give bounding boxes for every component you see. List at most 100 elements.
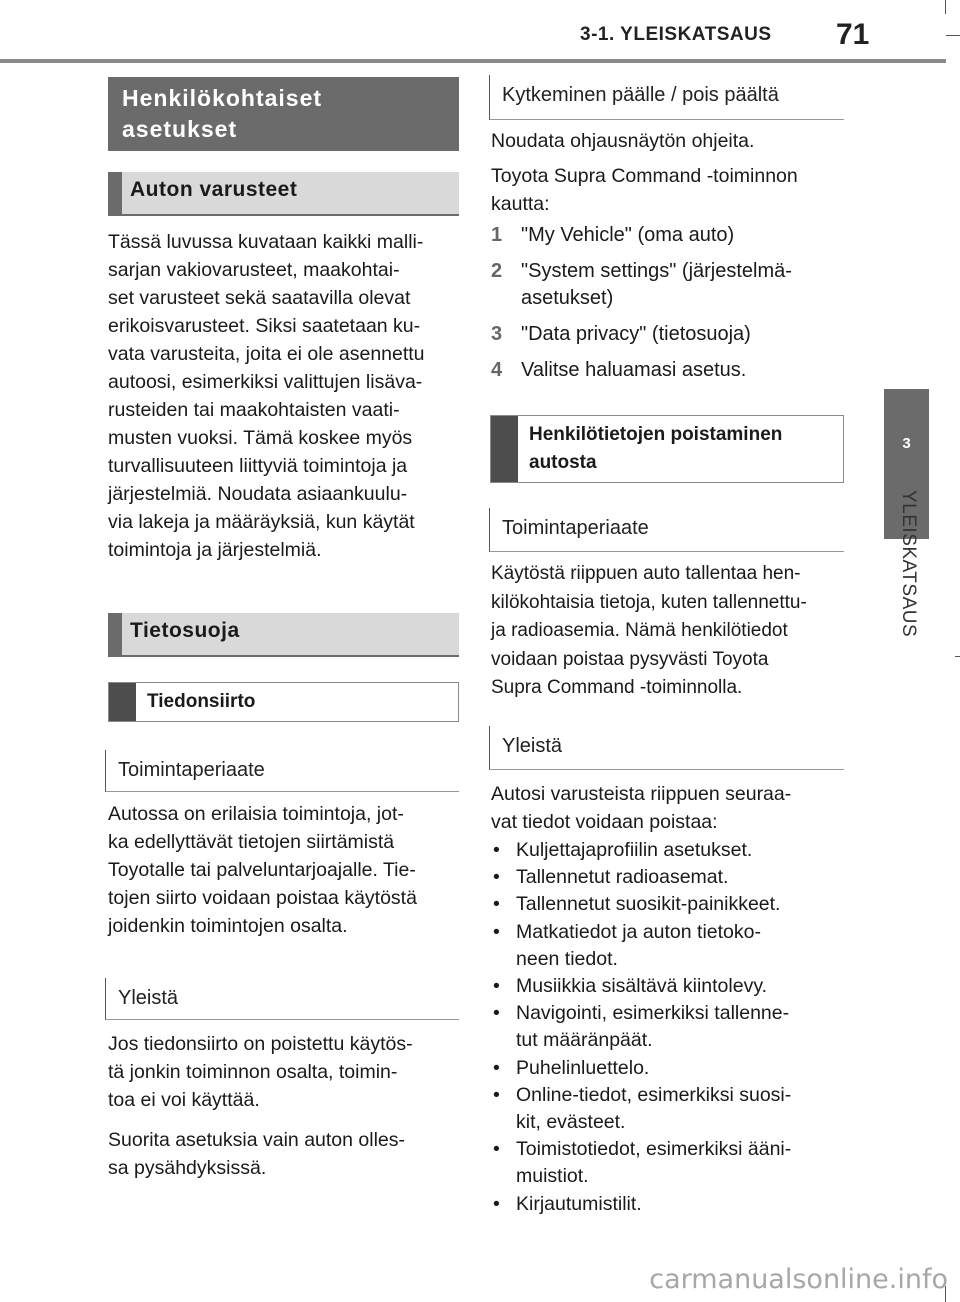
- topic-text-line-2: autosta: [529, 452, 597, 473]
- main-heading: Henkilökohtaiset asetukset: [108, 77, 459, 151]
- list-item-cont: neen tiedot.: [516, 947, 618, 970]
- step-number: 3: [491, 323, 503, 345]
- crop-mark-right-mid: [955, 656, 960, 657]
- list-item: •Musiikkia sisältävä kiintolevy.: [493, 975, 768, 998]
- label-text: Toimintaperiaate: [502, 517, 649, 539]
- subheading-auton-varusteet: Auton varusteet: [108, 172, 459, 216]
- text-line: Noudata ohjausnäytön ohjeita.: [491, 130, 755, 152]
- text-line: musten vuoksi. Tämä koskee myös: [108, 427, 413, 449]
- step-number: 1: [491, 224, 503, 246]
- label-text: Yleistä: [118, 987, 179, 1009]
- text-line: sarjan vakiovarusteet, maakohtai-: [108, 259, 400, 281]
- label-text: Yleistä: [502, 735, 563, 757]
- list-item: •Tallennetut suosikit-painikkeet.: [493, 893, 781, 916]
- paragraph-yleista-left: Jos tiedonsiirto on poistettu käytös- tä…: [108, 1030, 413, 1114]
- label-kytkeminen: Kytkeminen päälle / pois päältä: [489, 75, 844, 120]
- paragraph-supra-command: Toyota Supra Command -toiminnon kautta:: [491, 162, 798, 218]
- text-line: Autossa on erilaisia toimintoja, jot-: [108, 803, 404, 825]
- subheading-bar: [108, 172, 122, 214]
- list-item: •Navigointi, esimerkiksi tallenne-: [493, 1002, 790, 1025]
- paragraph-pysahdyksissa: Suorita asetuksia vain auton olles- sa p…: [108, 1126, 405, 1182]
- label-yleista-left: Yleistä: [105, 978, 459, 1020]
- text-line: Tässä luvussa kuvataan kaikki malli-: [108, 231, 424, 253]
- list-item: •Kirjautumistilit.: [493, 1192, 642, 1215]
- paragraph-henkilotiedot: Käytöstä riippuen auto tallentaa hen- ki…: [491, 560, 807, 703]
- paragraph-auton-varusteet: Tässä luvussa kuvataan kaikki malli- sar…: [108, 228, 425, 564]
- text-line: via lakeja ja määräyksiä, kun käytät: [108, 511, 415, 533]
- text-line: erikoisvarusteet. Siksi saatetaan ku-: [108, 315, 421, 337]
- text-line: Suorita asetuksia vain auton olles-: [108, 1129, 406, 1151]
- label-toimintaperiaate-right: Toimintaperiaate: [489, 508, 844, 552]
- crop-mark-top: [945, 0, 946, 14]
- text-line: Supra Command -toiminnolla.: [491, 677, 743, 698]
- text-line: ka edellyttävät tietojen siirtämistä: [108, 831, 395, 853]
- header-rule: [0, 59, 946, 63]
- list-item: •Kuljettajaprofiilin asetukset.: [493, 839, 753, 861]
- text-line: vata varusteita, joita ei ole asennettu: [108, 343, 425, 365]
- text-line: rusteiden tai maakohtaisten vaati-: [108, 399, 400, 421]
- text-line: vat tiedot voidaan poistaa:: [491, 811, 718, 833]
- label-text: Kytkeminen päälle / pois päältä: [502, 84, 779, 106]
- step-number: 4: [491, 359, 503, 381]
- text-line: toa ei voi käyttää.: [108, 1089, 260, 1111]
- running-header-section: 3-1. YLEISKATSAUS: [580, 24, 772, 45]
- list-item-cont: tut määränpäät.: [516, 1029, 653, 1052]
- deletable-data-list: •Kuljettajaprofiilin asetukset. •Tallenn…: [491, 837, 791, 1218]
- list-item: •Puhelinluettelo.: [493, 1056, 650, 1079]
- step-number: 2: [491, 260, 503, 282]
- text-line: järjestelmiä. Noudata asiaankuulu-: [108, 483, 408, 505]
- text-line: voidaan poistaa pysyvästi Toyota: [491, 648, 769, 670]
- topic-text: Tiedonsiirto: [147, 691, 256, 712]
- list-item: •Matkatiedot ja auton tietoko-: [493, 920, 761, 943]
- label-toimintaperiaate: Toimintaperiaate: [105, 750, 459, 792]
- paragraph-poistettavat-tiedot: Autosi varusteista riippuen seuraa- vat …: [491, 780, 791, 836]
- list-item-cont: muistiot.: [516, 1165, 589, 1188]
- paragraph-ohjausnaytto: Noudata ohjausnäytön ohjeita.: [491, 127, 754, 155]
- paragraph-tiedonsiirto: Autossa on erilaisia toimintoja, jot- ka…: [108, 800, 417, 940]
- text-line: kautta:: [491, 193, 550, 215]
- topic-bar: [109, 683, 136, 721]
- main-heading-line-1: Henkilökohtaiset: [122, 85, 323, 111]
- list-item-cont: kit, evästeet.: [516, 1111, 626, 1134]
- text-line: Käytöstä riippuen auto tallentaa hen-: [491, 563, 801, 584]
- watermark: carmanualsonline.info: [649, 1264, 948, 1295]
- text-line: tojen siirto voidaan poistaa käytöstä: [108, 887, 417, 909]
- text-line: set varusteet sekä saatavilla olevat: [108, 287, 411, 309]
- subheading-text: Auton varusteet: [130, 178, 298, 201]
- text-line: Toyotalle tai palveluntarjoajalle. Tie-: [108, 859, 416, 881]
- text-line: turvallisuuteen liittyviä toimintoja ja: [108, 455, 408, 477]
- crop-mark-right-top: [946, 35, 960, 36]
- main-heading-line-2: asetukset: [122, 116, 238, 142]
- label-yleista-right: Yleistä: [489, 726, 844, 770]
- text-line: kilökohtaisia tietoja, kuten tallennettu…: [491, 591, 807, 613]
- text-line: Autosi varusteista riippuen seuraa-: [491, 783, 792, 805]
- text-line: autoosi, esimerkiksi valittujen lisäva-: [108, 371, 423, 393]
- text-line: Jos tiedonsiirto on poistettu käytös-: [108, 1033, 413, 1055]
- topic-bar: [491, 416, 518, 482]
- text-line: joidenkin toimintojen osalta.: [108, 915, 348, 937]
- topic-henkilotietojen-poistaminen: Henkilötietojen poistaminen autosta: [490, 415, 844, 483]
- topic-tiedonsiirto: Tiedonsiirto: [108, 682, 459, 722]
- step-text: "System settings" (järjestelmä-: [521, 260, 792, 282]
- chapter-number: 3: [902, 435, 911, 452]
- subheading-text: Tietosuoja: [130, 619, 240, 642]
- text-line: ja radioasemia. Nämä henkilötiedot: [491, 620, 788, 641]
- text-line: sa pysähdyksissä.: [108, 1157, 267, 1179]
- step-text: "Data privacy" (tietosuoja): [521, 323, 751, 345]
- subheading-bar: [108, 613, 122, 655]
- list-item: •Tallennetut radioasemat.: [493, 866, 729, 889]
- chapter-tab: [884, 389, 929, 539]
- list-item: •Online-tiedot, esimerkiksi suosi-: [493, 1083, 792, 1106]
- step-text-cont: asetukset): [521, 287, 614, 309]
- chapter-label-vertical: YLEISKATSAUS: [893, 490, 919, 660]
- text-line: Toyota Supra Command -toiminnon: [491, 165, 798, 187]
- label-text: Toimintaperiaate: [118, 759, 265, 781]
- topic-text-line-1: Henkilötietojen poistaminen: [529, 424, 783, 445]
- step-text: "My Vehicle" (oma auto): [521, 224, 735, 246]
- text-line: tä jonkin toiminnon osalta, toimin-: [108, 1061, 398, 1083]
- subheading-tietosuoja: Tietosuoja: [108, 613, 459, 657]
- crop-mark-bottom: [945, 1286, 946, 1302]
- page-number: 71: [836, 18, 870, 51]
- step-text: Valitse haluamasi asetus.: [521, 359, 747, 381]
- text-line: toimintoja ja järjestelmiä.: [108, 539, 322, 561]
